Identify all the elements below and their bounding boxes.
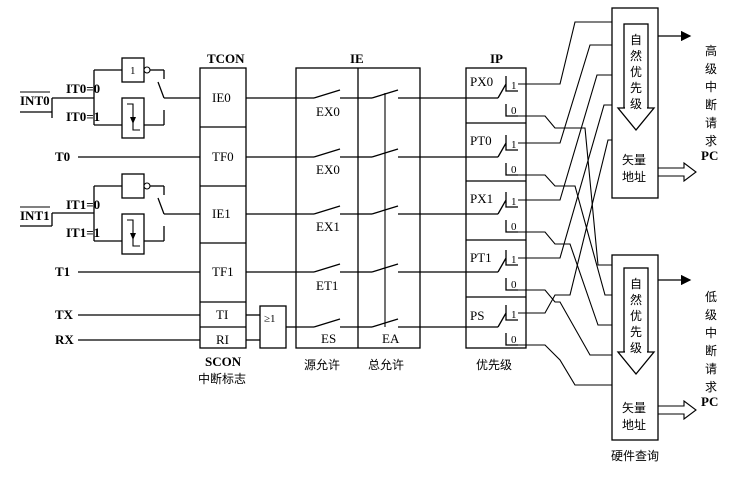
- high-request-5: 请: [705, 116, 717, 130]
- int1-label: INT1: [20, 208, 50, 223]
- int0-not-gate-label: 1: [130, 65, 136, 77]
- t0-label: T0: [55, 149, 70, 164]
- tcon-flag-ie1: IE1: [212, 206, 231, 221]
- ie-source-caption: 源允许: [304, 357, 340, 372]
- high-priority-text-4: 先: [630, 81, 642, 95]
- high-priority-text-3: 优: [630, 65, 642, 79]
- high-request-2: 级: [705, 62, 717, 76]
- it1-1-label: IT1=1: [66, 225, 100, 240]
- ie-source-switches: [296, 89, 358, 328]
- tcon-register: [199, 67, 247, 349]
- ip-register: [465, 67, 527, 349]
- or-gate-label: ≥1: [264, 313, 276, 325]
- it0-1-label: IT0=1: [66, 109, 100, 124]
- ie-title: IE: [350, 51, 364, 66]
- ip-ps-zero: 0: [511, 334, 517, 346]
- ie-bit-ea: EA: [382, 331, 400, 346]
- low-vector-text-1: 矢量: [622, 401, 646, 415]
- ip-bit-px1: PX1: [470, 191, 493, 206]
- rx-label: RX: [55, 332, 74, 347]
- low-request-2: 级: [705, 308, 717, 322]
- high-priority-text-5: 级: [630, 97, 642, 111]
- ip-px1-one: 1: [511, 196, 517, 208]
- int1-trigger-select: [20, 173, 200, 255]
- ie-bit-ex0-a: EX0: [316, 104, 340, 119]
- tx-label: TX: [55, 307, 74, 322]
- ip-priority-switches: [466, 76, 518, 346]
- int1-not-gate: [121, 173, 145, 199]
- high-request-1: 高: [705, 43, 717, 58]
- it0-0-label: IT0=0: [66, 81, 100, 96]
- query-caption: 硬件查询: [611, 449, 659, 463]
- high-priority-text-1: 自: [630, 33, 642, 47]
- tcon-flag-ri: RI: [216, 332, 229, 347]
- ip-px0-one: 1: [511, 80, 517, 92]
- ip-bit-pt1: PT1: [470, 250, 492, 265]
- it1-0-label: IT1=0: [66, 197, 100, 212]
- t1-label: T1: [55, 264, 70, 279]
- high-priority-order-arrow: [623, 23, 649, 109]
- ip-pt0-one: 1: [511, 139, 517, 151]
- ie-bit-ex0-b: EX0: [316, 162, 340, 177]
- ip-title: IP: [490, 51, 503, 66]
- tcon-title: TCON: [207, 51, 245, 66]
- low-request-5: 请: [705, 362, 717, 376]
- ip-pt1-one: 1: [511, 254, 517, 266]
- high-request-4: 断: [705, 97, 717, 112]
- low-priority-text-3: 优: [630, 309, 642, 323]
- ie-bit-es: ES: [321, 331, 336, 346]
- low-request-6: 求: [705, 380, 717, 394]
- high-vector-text-1: 矢量: [622, 153, 646, 167]
- int0-trigger-select: 1: [20, 57, 200, 139]
- low-priority-text-2: 然: [630, 292, 642, 307]
- ip-ps-one: 1: [511, 309, 517, 321]
- low-priority-text-1: 自: [630, 277, 642, 291]
- low-request-3: 中: [705, 325, 717, 340]
- ip-pt0-zero: 0: [511, 164, 517, 176]
- low-pc-label: PC: [701, 394, 718, 409]
- ip-bit-ps: PS: [470, 308, 484, 323]
- priority-routing: [518, 21, 612, 386]
- high-request-3: 中: [705, 79, 717, 94]
- ip-bit-px0: PX0: [470, 74, 493, 89]
- low-request-4: 断: [705, 343, 717, 358]
- tcon-caption: 中断标志: [198, 371, 246, 386]
- low-vector-text-2: 地址: [622, 418, 646, 432]
- tcon-flag-tf0: TF0: [212, 149, 234, 164]
- ip-pt1-zero: 0: [511, 279, 517, 291]
- tcon-flag-ie0: IE0: [212, 90, 231, 105]
- int0-label: INT0: [20, 93, 50, 108]
- scon-title: SCON: [205, 354, 242, 369]
- high-request-6: 求: [705, 134, 717, 148]
- ip-bit-pt0: PT0: [470, 133, 492, 148]
- ie-bit-et1: ET1: [316, 278, 338, 293]
- low-priority-text-4: 先: [630, 325, 642, 339]
- tcon-flag-ti: TI: [216, 307, 228, 322]
- tcon-flag-tf1: TF1: [212, 264, 234, 279]
- ip-px1-zero: 0: [511, 221, 517, 233]
- ie-bit-ex1: EX1: [316, 219, 340, 234]
- high-vector-text-2: 地址: [622, 170, 646, 184]
- ie-global-caption: 总允许: [368, 357, 404, 372]
- low-request-1: 低: [705, 290, 717, 304]
- ip-caption: 优先级: [476, 358, 512, 372]
- high-priority-text-2: 然: [630, 48, 642, 63]
- ip-px0-zero: 0: [511, 105, 517, 117]
- high-pc-label: PC: [701, 148, 718, 163]
- low-priority-text-5: 级: [630, 341, 642, 355]
